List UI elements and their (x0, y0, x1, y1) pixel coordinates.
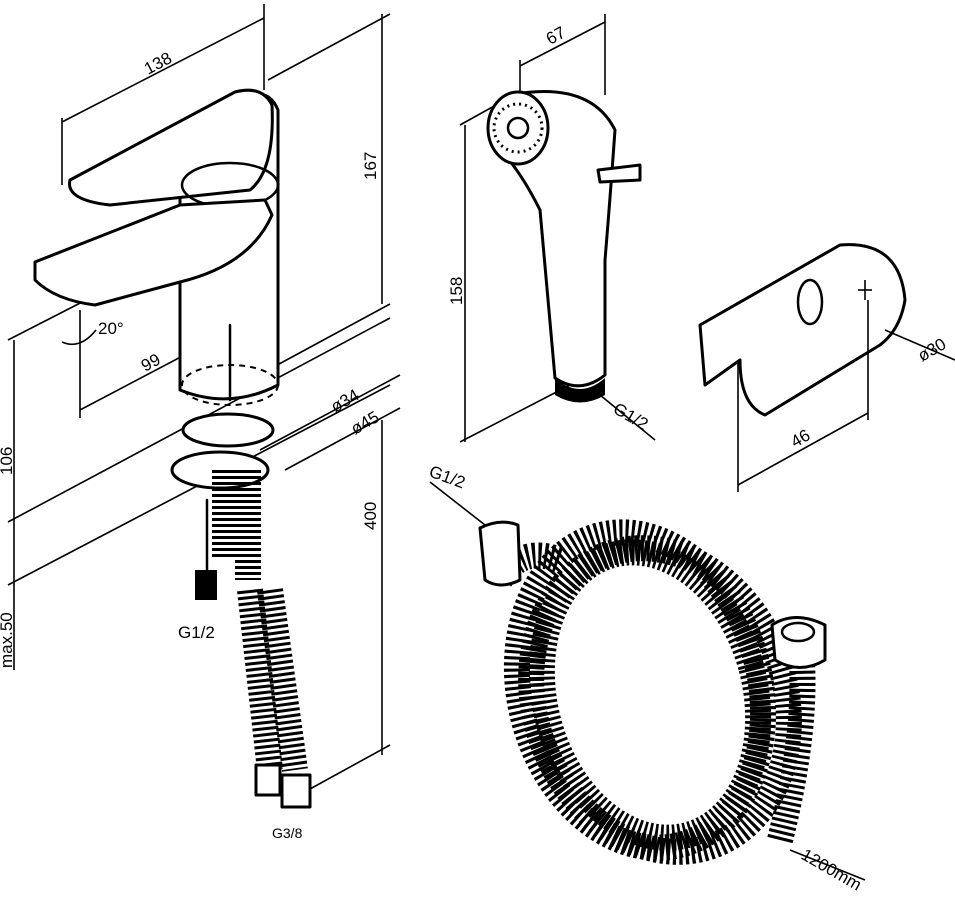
holder-drawing: 46 ø30 (698, 243, 955, 492)
thread-g38: G3/8 (272, 825, 303, 841)
shower-head-drawing: 67 158 G1/2 (447, 14, 656, 443)
thread-g12-faucet: G1/2 (178, 623, 215, 642)
dim-46: 46 (788, 426, 814, 452)
hose-length: 1200mm (798, 845, 865, 895)
dim-max50: max.50 (0, 612, 16, 668)
hose-drawing: G1/2 1200mm (427, 462, 866, 895)
dim-99: 99 (138, 350, 164, 376)
dim-138: 138 (141, 48, 175, 78)
thread-g12-shower: G1/2 (610, 399, 651, 434)
faucet-drawing: 138 167 400 106 max.50 99 20° ø34 ø45 (0, 4, 401, 841)
dim-167: 167 (361, 152, 380, 180)
dim-400: 400 (361, 502, 380, 530)
dim-106: 106 (0, 447, 16, 475)
dim-20deg: 20° (98, 319, 124, 338)
dim-67: 67 (543, 23, 569, 49)
dim-d30: ø30 (915, 334, 950, 365)
thread-g12-hose: G1/2 (427, 462, 468, 492)
dim-158: 158 (447, 277, 466, 305)
